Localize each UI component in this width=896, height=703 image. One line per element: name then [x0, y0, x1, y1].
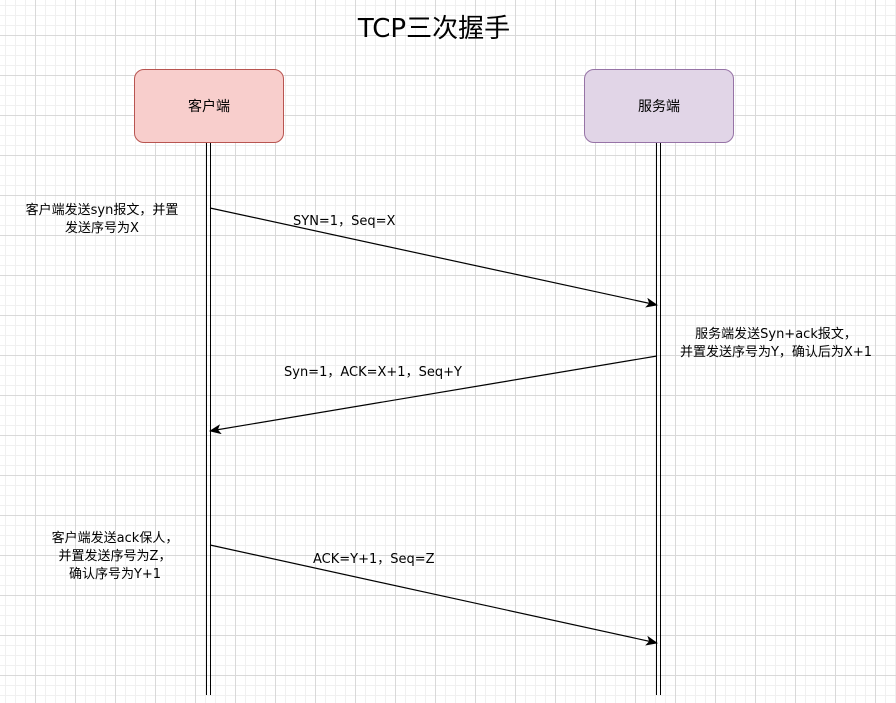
syn-arrow — [209, 207, 658, 308]
client-ack-note: 客户端发送ack保人， 并置发送序号为Z， 确认序号为Y+1 — [40, 530, 190, 584]
ack-arrow — [209, 544, 658, 646]
client-actor-label: 客户端 — [188, 99, 230, 115]
client-ack-note-line-3: 确认序号为Y+1 — [68, 567, 162, 582]
client-actor-box[interactable]: 客户端 — [134, 69, 284, 143]
server-synack-note-line-2: 并置发送序号为Y，确认后为X+1 — [679, 345, 872, 360]
server-actor-label: 服务端 — [638, 99, 680, 115]
synack-arrow — [209, 355, 658, 435]
server-synack-note-line-1: 服务端发送Syn+ack报文， — [695, 327, 857, 342]
server-lifeline — [656, 143, 661, 695]
server-synack-note: 服务端发送Syn+ack报文， 并置发送序号为Y，确认后为X+1 — [664, 326, 888, 362]
synack-message-label: Syn=1，ACK=X+1，Seq+Y — [284, 365, 462, 380]
client-ack-note-line-2: 并置发送序号为Z， — [58, 549, 172, 564]
syn-message-label: SYN=1，Seq=X — [293, 214, 396, 229]
client-syn-note: 客户端发送syn报文，并置 发送序号为X — [12, 202, 192, 238]
diagram-title: TCP三次握手 — [357, 14, 511, 44]
client-syn-note-line-1: 客户端发送syn报文，并置 — [25, 203, 179, 218]
ack-message-label: ACK=Y+1，Seq=Z — [313, 552, 435, 567]
client-lifeline — [206, 143, 211, 695]
client-syn-note-line-2: 发送序号为X — [65, 221, 139, 236]
server-actor-box[interactable]: 服务端 — [584, 69, 734, 143]
client-ack-note-line-1: 客户端发送ack保人， — [51, 531, 179, 546]
